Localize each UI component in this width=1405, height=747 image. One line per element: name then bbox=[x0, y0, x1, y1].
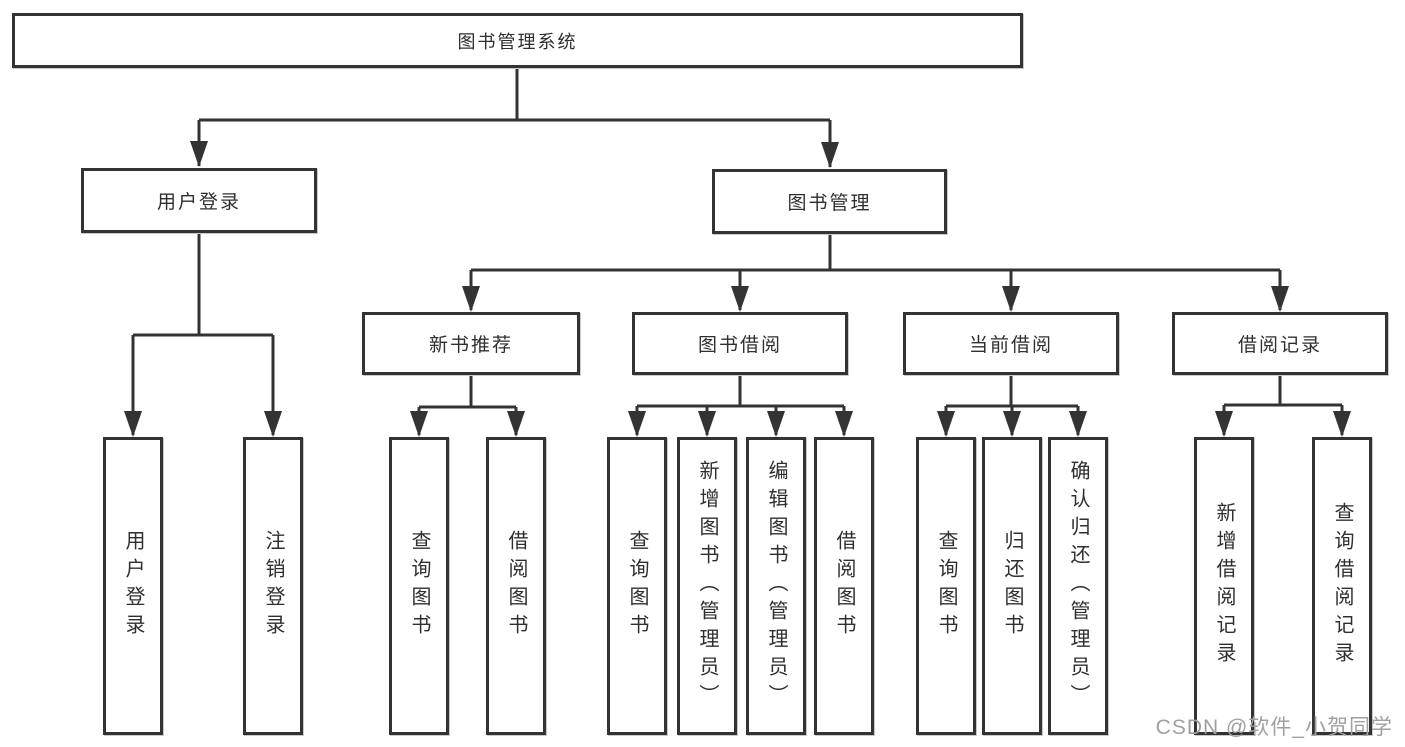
node-label: 借阅图书 bbox=[833, 530, 855, 642]
node-label: 新书推荐 bbox=[428, 335, 513, 356]
node-label: 归还图书 bbox=[1001, 530, 1023, 642]
arrowhead-icon bbox=[698, 411, 716, 437]
arrowhead-icon bbox=[731, 286, 749, 312]
node-query-books-2: 查询图书 bbox=[607, 437, 667, 735]
node-book-management: 图书管理 bbox=[712, 169, 947, 234]
arrowhead-icon bbox=[1069, 411, 1087, 437]
node-label: 借阅图书 bbox=[505, 530, 527, 642]
arrowhead-icon bbox=[507, 411, 525, 437]
arrowhead-icon bbox=[1215, 411, 1233, 437]
node-query-borrow-record: 查询借阅记录 bbox=[1312, 437, 1372, 735]
node-current-borrowing: 当前借阅 bbox=[903, 312, 1119, 375]
arrowhead-icon bbox=[1333, 411, 1351, 437]
arrowhead-icon bbox=[767, 411, 785, 437]
arrowhead-icon bbox=[835, 411, 853, 437]
node-label: 新增图书（管理员） bbox=[696, 460, 718, 712]
node-book-borrowing: 图书借阅 bbox=[632, 312, 848, 375]
node-label: 查询图书 bbox=[935, 530, 957, 642]
node-label: 编辑图书（管理员） bbox=[765, 460, 787, 712]
node-label: 图书管理系统 bbox=[457, 31, 578, 52]
node-new-book-recommend: 新书推荐 bbox=[362, 312, 580, 375]
arrowhead-icon bbox=[1003, 411, 1021, 437]
tree-connectors bbox=[131, 68, 1344, 435]
arrowhead-icon bbox=[190, 141, 208, 167]
node-logout: 注销登录 bbox=[243, 437, 303, 735]
arrowhead-icon bbox=[628, 411, 646, 437]
arrowhead-icon bbox=[124, 411, 142, 437]
node-query-books-3: 查询图书 bbox=[916, 437, 976, 735]
node-label: 图书借阅 bbox=[697, 335, 782, 356]
node-label: 确认归还（管理员） bbox=[1067, 460, 1089, 712]
watermark: CSDN @软件_小贺同学 bbox=[1155, 716, 1393, 739]
node-label: 查询借阅记录 bbox=[1331, 502, 1353, 670]
node-label: 图书管理 bbox=[787, 193, 872, 214]
node-borrow-books-2: 借阅图书 bbox=[814, 437, 874, 735]
arrowhead-icon bbox=[937, 411, 955, 437]
arrowhead-icon bbox=[462, 286, 480, 312]
node-return-books: 归还图书 bbox=[982, 437, 1042, 735]
node-borrow-books-1: 借阅图书 bbox=[486, 437, 546, 735]
node-add-borrow-record: 新增借阅记录 bbox=[1194, 437, 1254, 735]
node-label: 当前借阅 bbox=[968, 335, 1053, 356]
node-label: 借阅记录 bbox=[1237, 335, 1322, 356]
node-add-books-admin: 新增图书（管理员） bbox=[677, 437, 737, 735]
arrowhead-icon bbox=[1271, 286, 1289, 312]
node-borrow-records: 借阅记录 bbox=[1172, 312, 1388, 375]
node-label: 新增借阅记录 bbox=[1213, 502, 1235, 670]
arrowhead-icon bbox=[410, 411, 428, 437]
node-label: 查询图书 bbox=[408, 530, 430, 642]
node-label: 查询图书 bbox=[626, 530, 648, 642]
node-confirm-return-admin: 确认归还（管理员） bbox=[1048, 437, 1108, 735]
node-label: 用户登录 bbox=[122, 530, 144, 642]
node-edit-books-admin: 编辑图书（管理员） bbox=[746, 437, 806, 735]
node-label: 注销登录 bbox=[262, 530, 284, 642]
node-label: 用户登录 bbox=[156, 192, 241, 213]
arrowhead-icon bbox=[821, 142, 839, 168]
node-query-books-1: 查询图书 bbox=[389, 437, 449, 735]
node-user-login: 用户登录 bbox=[81, 168, 317, 233]
node-root-library-management-system: 图书管理系统 bbox=[12, 13, 1023, 68]
arrowhead-icon bbox=[264, 411, 282, 437]
node-user-login-leaf: 用户登录 bbox=[103, 437, 163, 735]
arrowhead-icon bbox=[1002, 286, 1020, 312]
